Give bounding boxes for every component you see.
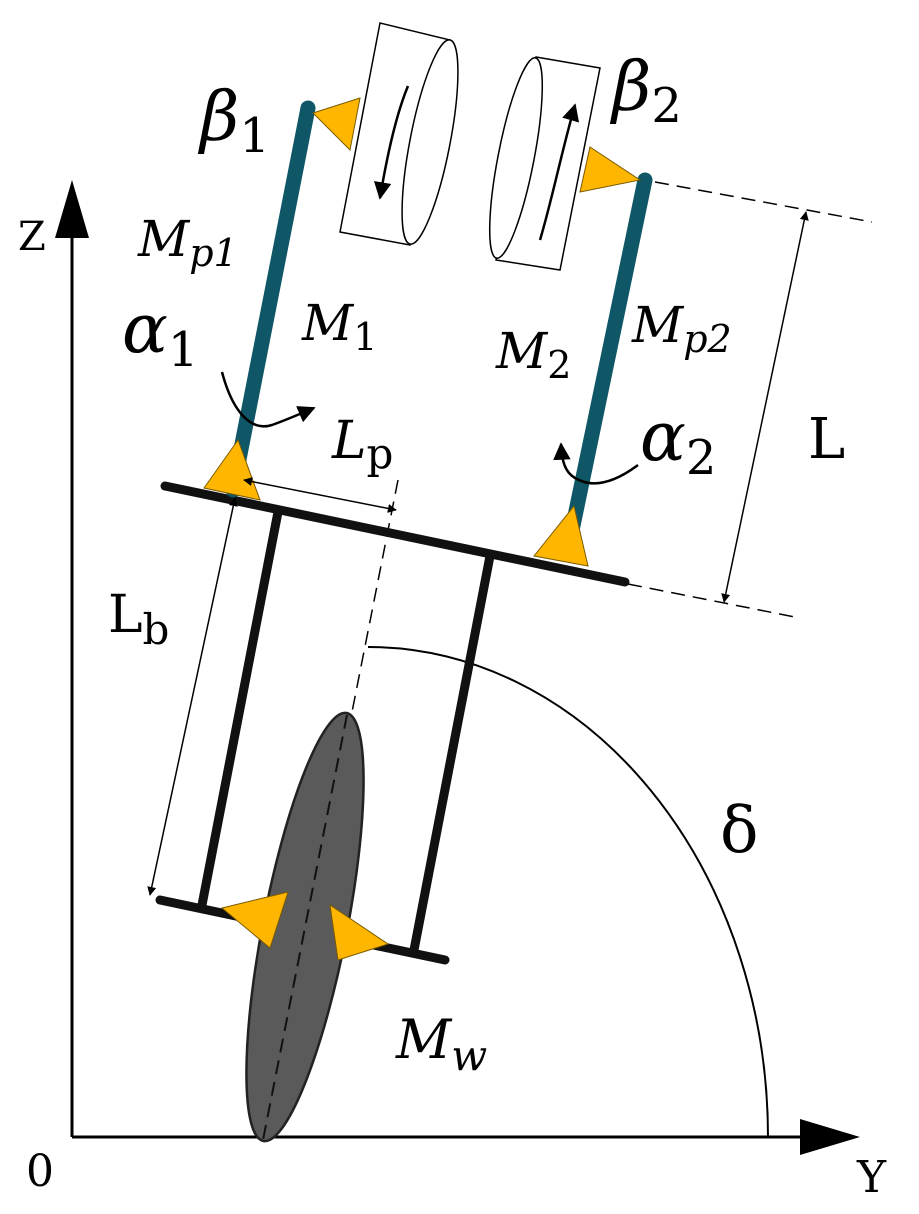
mw-symbol: M bbox=[395, 1008, 453, 1071]
m1-symbol: M bbox=[301, 294, 355, 352]
pendulum-rod-1 bbox=[225, 100, 316, 498]
wheel-axis-dashed bbox=[262, 714, 348, 1141]
lp-label: Lp bbox=[331, 411, 393, 478]
z-axis-label: Z bbox=[18, 214, 46, 260]
m1-label: M1 bbox=[301, 294, 377, 359]
flywheel-1-body bbox=[339, 22, 451, 246]
lb-subscript: b bbox=[143, 605, 170, 654]
flywheel-2 bbox=[488, 56, 601, 271]
y-axis-arrowhead bbox=[800, 1119, 860, 1155]
beta2-label: β2 bbox=[609, 48, 682, 134]
m2-symbol: M bbox=[495, 322, 549, 380]
mp2-symbol: M bbox=[631, 296, 685, 354]
alpha1-rotation-arrow bbox=[220, 371, 316, 428]
mp2-label: Mp2 bbox=[631, 296, 732, 361]
alpha1-symbol: α bbox=[122, 290, 168, 369]
mw-subscript: w bbox=[451, 1031, 487, 1080]
l-label: L bbox=[808, 407, 845, 472]
lb-label: Lb bbox=[108, 585, 169, 654]
flywheel-2-face bbox=[488, 57, 544, 259]
lb-dimension-line bbox=[147, 497, 238, 896]
y-axis-label: Y bbox=[856, 1152, 887, 1203]
upper-joint-2 bbox=[579, 146, 642, 193]
right-strut bbox=[409, 551, 495, 955]
beta1-symbol: β bbox=[197, 78, 239, 157]
lp-dimension-line bbox=[243, 477, 397, 513]
alpha2-symbol: α bbox=[640, 398, 686, 477]
alpha1-subscript: 1 bbox=[168, 322, 199, 378]
alpha2-label: α2 bbox=[640, 398, 716, 486]
flywheel-2-rotation-arrow bbox=[538, 103, 580, 241]
mp1-subscript: p1 bbox=[189, 231, 238, 275]
alpha1-label: α1 bbox=[122, 290, 198, 378]
m2-subscript: 2 bbox=[547, 343, 571, 387]
upper-joint-1 bbox=[312, 97, 361, 152]
mw-label: Mw bbox=[395, 1008, 487, 1080]
pivot-joint-2 bbox=[533, 504, 589, 567]
l-dimension-line bbox=[721, 211, 809, 603]
lean-angle-arc bbox=[367, 646, 769, 1138]
pivot-joint-1 bbox=[203, 438, 261, 501]
m2-label: M2 bbox=[495, 322, 571, 387]
l-top-extension bbox=[654, 181, 873, 223]
beta1-subscript: 1 bbox=[239, 108, 270, 164]
flywheel-1-rotation-arrow bbox=[373, 85, 410, 200]
pendulum-rod-2 bbox=[562, 172, 653, 548]
coordinate-axes: Z Y 0 bbox=[18, 180, 887, 1203]
m1-subscript: 1 bbox=[353, 315, 377, 359]
flywheel-1 bbox=[339, 22, 459, 246]
beta2-subscript: 2 bbox=[651, 78, 682, 134]
origin-label: 0 bbox=[26, 1146, 54, 1197]
wheel-hub-right-joint bbox=[329, 903, 390, 961]
beta1-label: β1 bbox=[197, 78, 270, 164]
alpha2-subscript: 2 bbox=[686, 430, 717, 486]
beta2-symbol: β bbox=[609, 48, 651, 127]
top-crossbar bbox=[160, 481, 630, 587]
l-bottom-extension bbox=[627, 583, 801, 619]
alpha2-rotation-arrow bbox=[553, 442, 639, 485]
center-dashed-line bbox=[351, 479, 399, 713]
lp-symbol: L bbox=[331, 411, 367, 471]
wheel-hub-left-joint bbox=[220, 891, 289, 949]
dimension-lines bbox=[147, 181, 873, 896]
z-axis-arrowhead bbox=[55, 180, 89, 238]
lb-symbol: L bbox=[108, 585, 143, 645]
delta-label: δ bbox=[720, 794, 759, 868]
mp1-label: Mp1 bbox=[137, 210, 238, 275]
flywheel-1-face bbox=[401, 39, 459, 245]
lp-subscript: p bbox=[367, 429, 394, 478]
left-strut bbox=[197, 507, 283, 910]
mp2-subscript: p2 bbox=[683, 317, 732, 361]
mp1-symbol: M bbox=[137, 210, 191, 268]
